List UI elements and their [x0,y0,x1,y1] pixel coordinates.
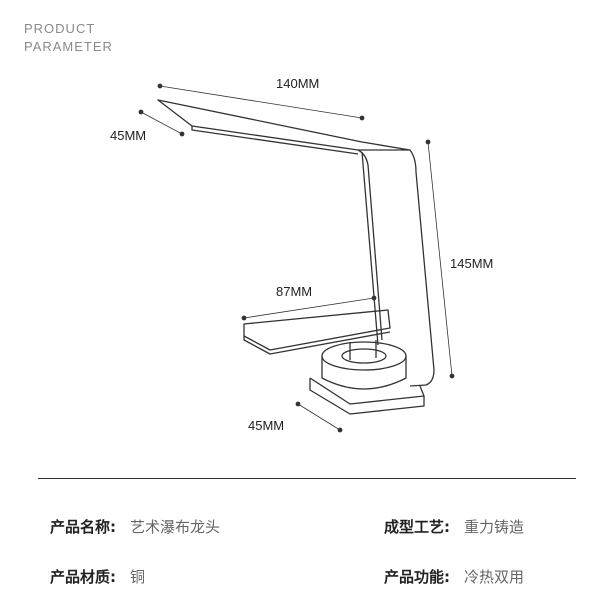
faucet-top-plate-edge [191,126,359,155]
spec-label: 产品名称: [50,518,116,536]
spec-label: 成型工艺: [384,518,450,536]
dim-point [138,109,144,115]
dim-label-top-depth: 45MM [110,128,147,143]
spec-value: 铜 [130,568,146,586]
dim-label-spout: 87MM [276,284,313,299]
spec-label: 产品功能: [384,568,450,586]
spec-label: 产品材质: [50,568,116,586]
spec-material: 产品材质: 铜 [50,566,145,587]
faucet-spout [243,309,391,351]
dim-point [241,315,247,321]
dim-point [337,427,343,433]
spec-product-name: 产品名称: 艺术瀑布龙头 [50,516,220,537]
faucet-drawing [138,83,455,433]
faucet-base-plate [309,377,425,405]
dim-point [449,373,455,379]
dim-line-spout [243,297,375,319]
spec-function: 产品功能: 冷热双用 [384,566,524,587]
faucet-column-front [409,149,435,387]
faucet-column-mid [361,151,379,346]
faucet-cylinder-inner [341,348,387,364]
dim-label-height: 145MM [450,256,494,271]
faucet-top-plate [157,99,411,151]
dim-point [157,83,163,89]
dim-line-height [427,141,453,377]
dim-point [179,131,185,137]
spec-value: 艺术瀑布龙头 [130,518,221,536]
dim-point [371,295,377,301]
faucet-cylinder-top [321,341,407,371]
spec-process: 成型工艺: 重力铸造 [384,516,524,537]
dim-line-top-width [159,85,363,119]
dim-line-top-depth [140,111,183,135]
dim-line-base [297,403,341,431]
faucet-stem [349,340,377,360]
faucet-column-inner [357,149,383,341]
faucet-spout-edge [243,331,391,355]
section-divider [38,478,576,479]
dim-point [425,139,431,145]
dim-point [295,401,301,407]
spec-value: 冷热双用 [464,568,525,586]
faucet-base-plate-edge [309,378,425,415]
dim-point [359,115,365,121]
spec-value: 重力铸造 [464,518,525,536]
faucet-cylinder-side [321,356,407,390]
product-parameter-header: PRODUCT PARAMETER [24,20,113,56]
dim-label-top-width: 140MM [276,76,320,91]
dim-label-base: 45MM [248,418,285,433]
header-line-1: PRODUCT [24,21,96,36]
header-line-2: PARAMETER [24,39,113,54]
